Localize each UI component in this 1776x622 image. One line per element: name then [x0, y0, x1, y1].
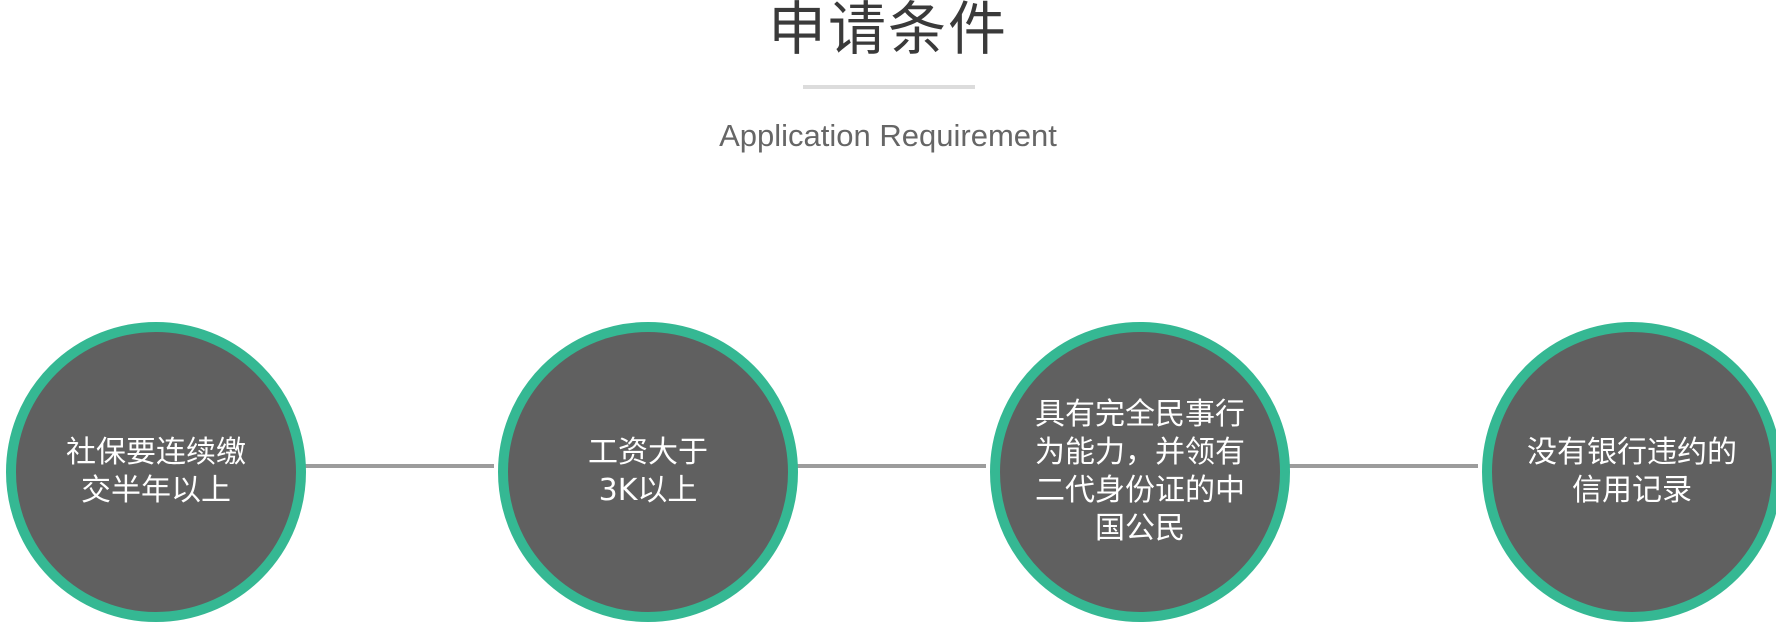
- connector-line-1: [296, 464, 494, 468]
- requirement-text-4: 没有银行违约的信用记录: [1527, 435, 1737, 508]
- requirement-circle-4: 没有银行违约的信用记录: [1482, 322, 1776, 622]
- requirement-circle-3: 具有完全民事行为能力，并领有二代身份证的中国公民: [990, 322, 1290, 622]
- requirement-text-3: 具有完全民事行为能力，并领有二代身份证的中国公民: [1035, 397, 1245, 546]
- page-title: 申请条件: [767, 0, 1008, 63]
- page-subtitle: Application Requirement: [719, 118, 1057, 153]
- requirement-text-1: 社保要连续缴交半年以上: [66, 435, 246, 508]
- connector-line-3: [1280, 464, 1478, 468]
- requirement-circle-1: 社保要连续缴交半年以上: [6, 322, 306, 622]
- requirement-text-2: 工资大于3K以上: [588, 435, 708, 508]
- title-divider: [803, 85, 975, 89]
- connector-line-2: [788, 464, 986, 468]
- requirement-circle-2: 工资大于3K以上: [498, 322, 798, 622]
